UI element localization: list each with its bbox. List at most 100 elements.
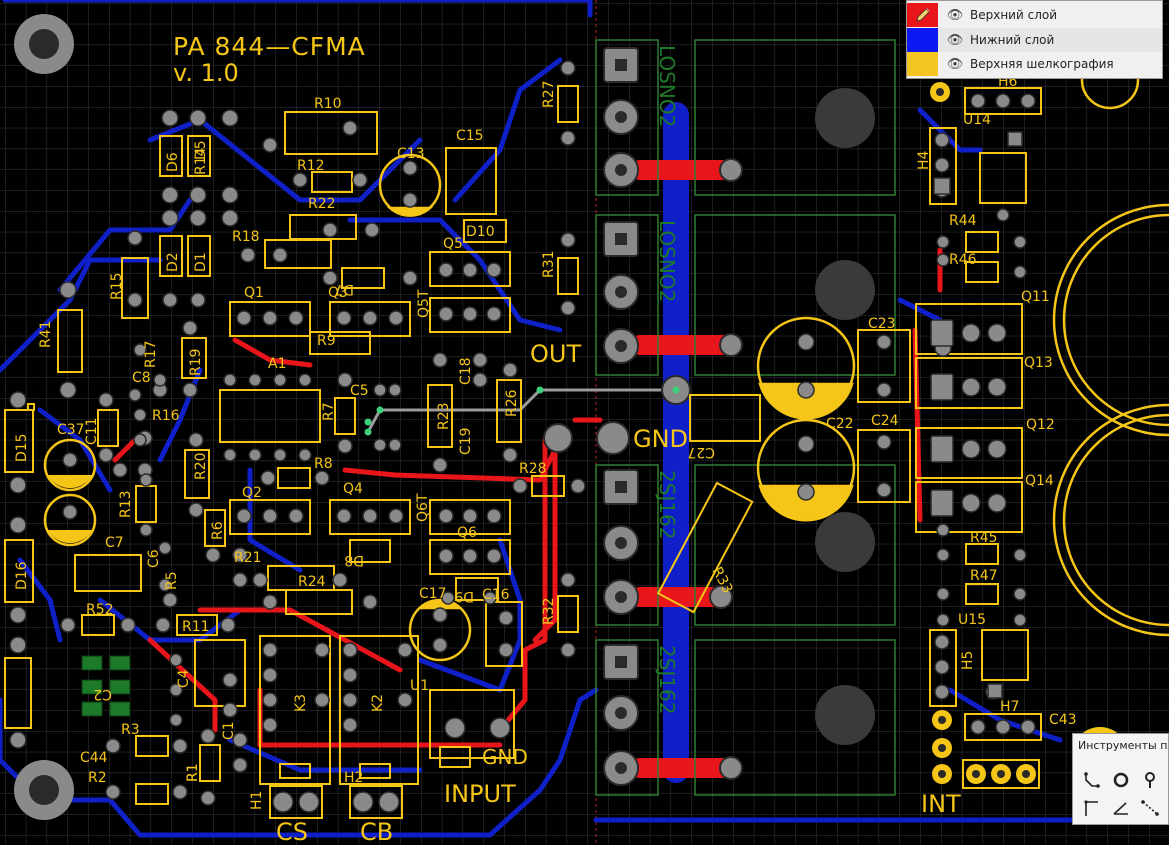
large-capacitors xyxy=(43,50,1169,662)
refdes-h1: H1 xyxy=(249,791,265,810)
label-cb: CB xyxy=(360,818,393,845)
refdes-q5: Q5 xyxy=(443,236,463,252)
eye-icon[interactable]: 👁 xyxy=(946,56,964,72)
module-text-group: LOSNO2 LOSNO2 2SJ162 2SJ162 xyxy=(655,45,679,715)
refdes-h2: H2 xyxy=(344,770,363,786)
refdes-r52: R52 xyxy=(86,602,114,618)
refdes-c43: C43 xyxy=(1049,712,1077,728)
refdes-c17: C17 xyxy=(419,586,447,602)
refdes-c24: C24 xyxy=(871,413,899,429)
corner-tool-icon[interactable] xyxy=(1081,798,1103,818)
refdes-r46: R46 xyxy=(949,252,977,268)
module-text-1: LOSNO2 xyxy=(655,45,679,127)
refdes-c27: C27 xyxy=(687,444,715,460)
label-input: INPUT xyxy=(444,780,516,808)
square-pads xyxy=(930,131,1023,699)
refdes-d15: D15 xyxy=(14,433,30,462)
dashed-line-tool-icon[interactable] xyxy=(1139,798,1161,818)
refdes-r20: R20 xyxy=(193,452,209,480)
label-out: OUT xyxy=(530,340,581,368)
refdes-r2: R2 xyxy=(88,770,107,786)
refdes-c16: C16 xyxy=(482,587,510,603)
refdes-c23: C23 xyxy=(868,316,896,332)
via-tool-icon[interactable] xyxy=(1139,770,1161,790)
refdes-q13: Q13 xyxy=(1024,355,1053,371)
silkscreen-outlines xyxy=(4,85,1042,819)
component-pads xyxy=(9,60,1036,813)
refdes-r44: R44 xyxy=(949,213,977,229)
refdes-d2: D2 xyxy=(165,252,181,272)
refdes-r15: R15 xyxy=(109,272,125,300)
refdes-c2: C2 xyxy=(93,686,112,702)
refdes-r9: R9 xyxy=(317,333,336,349)
label-gnd: GND xyxy=(633,425,688,453)
large-cap-pads xyxy=(62,160,815,653)
module-text-3: 2SJ162 xyxy=(655,470,679,540)
refdes-r28: R28 xyxy=(519,461,547,477)
refdes-h4: H4 xyxy=(916,150,932,170)
refdes-r47: R47 xyxy=(970,568,998,584)
refdes-c7: C7 xyxy=(105,535,124,551)
angle-tool-icon[interactable] xyxy=(1110,798,1132,818)
refdes-q1: Q1 xyxy=(244,285,264,301)
refdes-q3: Q3 xyxy=(328,285,348,301)
refdes-r26: R26 xyxy=(504,389,520,417)
refdes-r16: R16 xyxy=(152,408,180,424)
layer-name-bottom: Нижний слой xyxy=(970,33,1055,47)
refdes-r17: R17 xyxy=(143,340,159,368)
refdes-d10: D10 xyxy=(466,224,495,240)
refdes-r10: R10 xyxy=(314,96,342,112)
refdes-r7: R7 xyxy=(321,402,337,421)
layer-row-silkscreen[interactable]: 👁 Верхняя шелкография xyxy=(907,52,1162,76)
refdes-c44: C44 xyxy=(80,750,108,766)
refdes-r31: R31 xyxy=(541,250,557,278)
layer-swatch-top[interactable] xyxy=(907,3,938,27)
refdes-k3: K3 xyxy=(293,694,309,712)
refdes-r13: R13 xyxy=(118,490,134,518)
refdes-h5: H5 xyxy=(960,651,976,670)
refdes-q14: Q14 xyxy=(1025,473,1054,489)
layer-swatch-silkscreen[interactable] xyxy=(907,52,938,76)
layers-panel: 👁 Верхний слой 👁 Нижний слой 👁 Верхняя ш… xyxy=(906,0,1163,79)
layer-row-bottom[interactable]: 👁 Нижний слой xyxy=(907,28,1162,52)
power-transistor-pads xyxy=(603,47,639,786)
refdes-c6: C6 xyxy=(146,549,162,568)
refdes-r1: R1 xyxy=(185,763,201,782)
via-green-dots xyxy=(364,386,680,436)
refdes-r24: R24 xyxy=(298,574,326,590)
k-relay-inner xyxy=(279,763,391,779)
layer-name-top: Верхний слой xyxy=(970,8,1057,22)
refdes-r11: R11 xyxy=(182,619,210,635)
r33-rotated-resistor xyxy=(656,481,754,614)
refdes-c18: C18 xyxy=(458,357,474,385)
refdes-d9: D9 xyxy=(454,588,474,604)
track-tool-icon[interactable] xyxy=(1081,770,1103,790)
pad-tool-icon[interactable] xyxy=(1110,770,1132,790)
layer-row-top[interactable]: 👁 Верхний слой xyxy=(907,3,1162,27)
layer-swatch-bottom[interactable] xyxy=(907,28,938,52)
pencil-icon xyxy=(915,8,930,22)
refdes-c22: C22 xyxy=(826,416,854,432)
refdes-c15: C15 xyxy=(456,128,484,144)
eye-icon[interactable]: 👁 xyxy=(946,32,964,48)
refdes-r12: R12 xyxy=(297,158,325,174)
refdes-d8: D8 xyxy=(344,552,364,568)
refdes-d5: D5 xyxy=(193,140,209,160)
refdes-r21: R21 xyxy=(234,550,262,566)
refdes-r41: R41 xyxy=(38,320,54,348)
refdes-q4: Q4 xyxy=(343,481,363,497)
refdes-u1: U1 xyxy=(410,678,429,694)
refdes-c19: C19 xyxy=(458,427,474,455)
board-version: v. 1.0 xyxy=(173,59,239,87)
refdes-c4: C4 xyxy=(176,669,192,688)
refdes-c1: C1 xyxy=(221,721,237,740)
module-text-2: LOSNO2 xyxy=(655,220,679,302)
eye-icon[interactable]: 👁 xyxy=(946,7,964,23)
refdes-d6: D6 xyxy=(165,152,181,172)
refdes-u14: U14 xyxy=(963,112,991,128)
refdes-r32: R32 xyxy=(541,597,557,625)
refdes-r22: R22 xyxy=(308,196,336,212)
transistor-module-outlines xyxy=(595,39,896,796)
